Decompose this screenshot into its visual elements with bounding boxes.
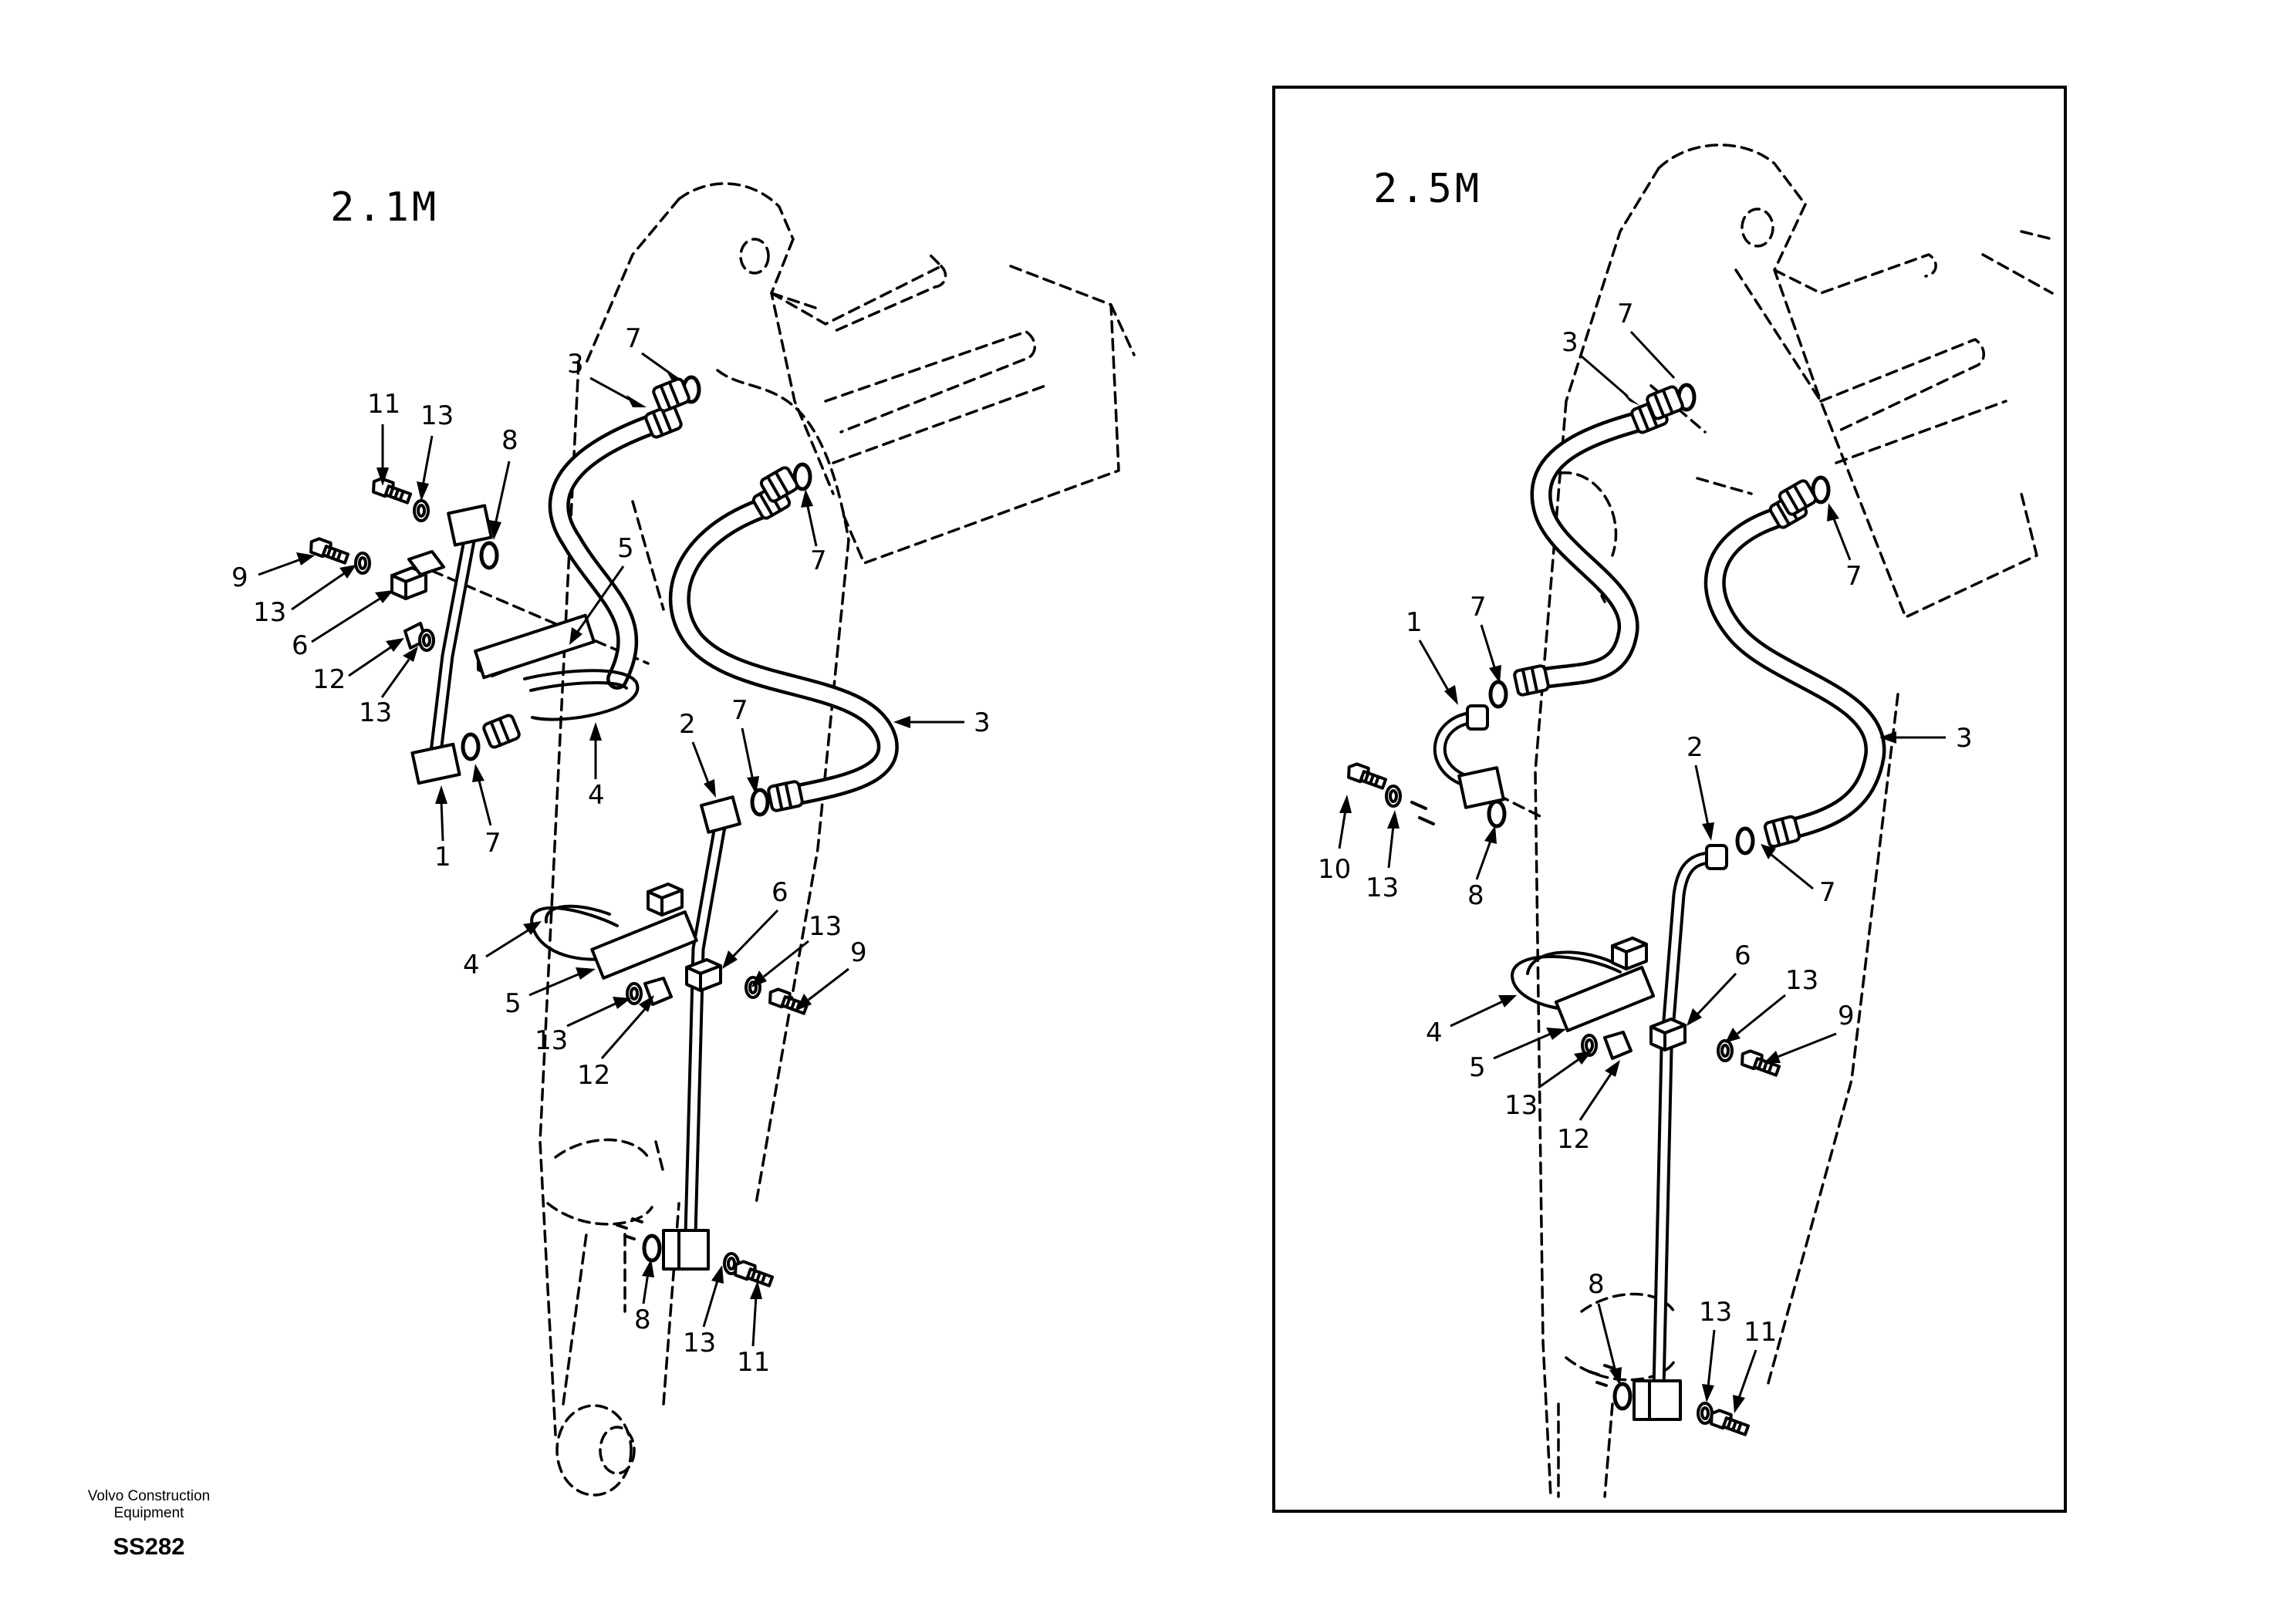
variant-label-2-1m: 2.1M — [330, 184, 439, 231]
callout-5: 5 — [1469, 1052, 1486, 1083]
callout-1: 1 — [434, 842, 451, 872]
brand-line-1: Volvo Construction — [88, 1488, 210, 1504]
callout-7: 7 — [1617, 299, 1634, 329]
hose-3-lower-2-5m — [1703, 491, 1886, 849]
callout-11: 11 — [1744, 1317, 1777, 1348]
callout-8: 8 — [1467, 880, 1484, 911]
pipe-2-2-5m — [1633, 844, 1728, 1421]
callout-7: 7 — [625, 323, 642, 354]
ubolt-4-lower — [530, 883, 698, 980]
callouts-2-1m: 11 13 8 3 7 9 13 6 12 13 5 4 7 — [231, 323, 991, 1378]
callout-1: 1 — [1406, 607, 1423, 638]
callout-9: 9 — [1838, 1001, 1855, 1031]
callout-3: 3 — [567, 349, 584, 380]
boom-outline — [430, 182, 1136, 1497]
callout-6: 6 — [292, 630, 309, 661]
callout-7: 7 — [1819, 877, 1836, 908]
callout-7: 7 — [810, 545, 827, 576]
callout-3: 3 — [1562, 327, 1578, 358]
callout-11: 11 — [367, 389, 400, 420]
variant-label-2-5m: 2.5M — [1373, 166, 1482, 212]
callout-12: 12 — [312, 664, 346, 695]
pipe-2-lower — [662, 795, 741, 1271]
callout-8: 8 — [634, 1304, 651, 1335]
callout-2: 2 — [1687, 732, 1703, 763]
callout-10: 10 — [1318, 854, 1351, 885]
callouts-2-5m: 3 7 7 1 7 3 2 7 10 13 8 6 13 9 — [1318, 299, 1973, 1413]
ubolt-4-upper — [474, 613, 640, 721]
callout-6: 6 — [772, 877, 788, 908]
brand-line-2: Equipment — [114, 1505, 185, 1521]
callout-13: 13 — [359, 697, 392, 728]
boom-outline-2-5m — [1449, 143, 2054, 1498]
view-2-1m: 2.1M — [231, 182, 1136, 1497]
callout-13: 13 — [809, 911, 842, 942]
reference-code: SS282 — [113, 1533, 184, 1560]
callout-12: 12 — [577, 1060, 610, 1091]
ubolt-4-2-5m — [1511, 937, 1656, 1033]
callout-7: 7 — [485, 828, 501, 859]
callout-4: 4 — [588, 780, 605, 811]
callout-8: 8 — [1588, 1269, 1605, 1300]
callout-4: 4 — [1426, 1018, 1443, 1048]
callout-7: 7 — [1845, 561, 1862, 592]
callout-13: 13 — [253, 597, 286, 628]
callout-13: 13 — [420, 400, 454, 431]
callout-4: 4 — [463, 950, 480, 980]
callout-5: 5 — [617, 533, 634, 564]
pipe-1-2-5m — [1433, 704, 1505, 809]
pipe-1-upper — [410, 504, 493, 785]
callout-7: 7 — [1470, 592, 1487, 623]
callout-2: 2 — [679, 709, 696, 740]
callout-13: 13 — [1366, 872, 1399, 903]
callout-9: 9 — [850, 937, 867, 968]
hose-3-lower — [668, 481, 899, 813]
callout-13: 13 — [1699, 1297, 1732, 1328]
callout-13: 13 — [535, 1025, 568, 1056]
callout-8: 8 — [501, 425, 518, 456]
callout-3: 3 — [974, 707, 991, 738]
callout-6: 6 — [1734, 940, 1751, 971]
callout-13: 13 — [1504, 1090, 1538, 1121]
callout-7: 7 — [731, 695, 748, 726]
hardware-right — [1344, 385, 1828, 1438]
inset-frame — [1272, 86, 2067, 1513]
brand-block: Volvo Construction Equipment SS282 — [88, 1488, 210, 1560]
view-2-5m: 2.5M — [1272, 86, 2067, 1513]
hose-3-upper — [548, 402, 684, 690]
callout-9: 9 — [231, 562, 248, 593]
callout-11: 11 — [737, 1347, 770, 1378]
callout-3: 3 — [1956, 723, 1973, 754]
hose-3-upper-2-5m — [1512, 397, 1670, 697]
callout-12: 12 — [1557, 1124, 1590, 1155]
callout-13: 13 — [1785, 965, 1818, 996]
callout-13: 13 — [683, 1328, 716, 1358]
callout-5: 5 — [505, 988, 522, 1019]
